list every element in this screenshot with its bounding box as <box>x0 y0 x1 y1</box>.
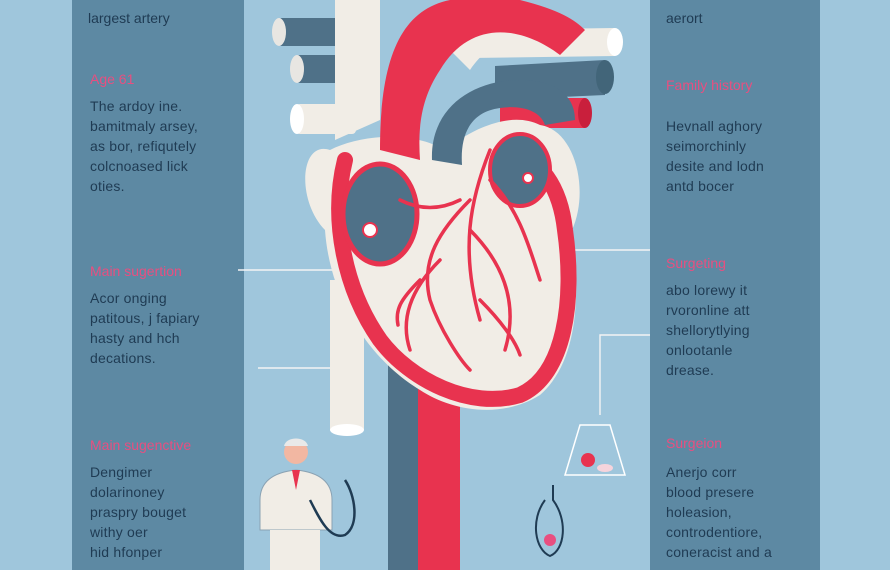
left-info-panel <box>72 0 244 570</box>
left-section-1-body: The ardoy ine. bamitmaly arsey, as bor, … <box>90 98 198 194</box>
upper-white-trunk <box>335 0 380 140</box>
pulmonary-trunk <box>431 80 575 165</box>
test-flask-icon <box>563 424 627 476</box>
right-section-1-heading: Family history <box>666 77 753 93</box>
left-section-1-heading: Age 61 <box>90 71 135 87</box>
coronary-arteries <box>395 148 542 372</box>
stethoscope-icon <box>308 479 356 537</box>
right-section-2-heading: Surgeting <box>666 255 726 271</box>
left-section-2-heading: Main sugertion <box>90 263 182 279</box>
right-info-panel <box>650 0 820 570</box>
aortic-arch <box>380 0 585 160</box>
right-section-3-heading: Surgeion <box>666 435 723 451</box>
right-section-2-body: abo lorewy it rvoronline att shellorytly… <box>666 282 750 378</box>
left-section-3-body: Dengimer dolarinoney praspry bouget with… <box>90 464 187 560</box>
left-section-3-heading: Main sugenctive <box>90 437 192 453</box>
right-section-1-body: Hevnall aghory seimorchinly desite and l… <box>666 118 764 194</box>
right-section-3-body: Anerjo corr blood presere holeasion, con… <box>666 464 772 560</box>
right-top-fragment: aerort <box>666 10 703 26</box>
left-top-fragment: largest artery <box>88 10 170 26</box>
right-atrium <box>488 132 552 208</box>
left-atrium <box>340 161 420 267</box>
heart-wall <box>331 142 577 407</box>
left-section-2-body: Acor onging patitous, j fapiary hasty an… <box>90 290 200 366</box>
doctor-icon <box>259 438 333 570</box>
stethoscope-tube-icon <box>534 485 564 558</box>
